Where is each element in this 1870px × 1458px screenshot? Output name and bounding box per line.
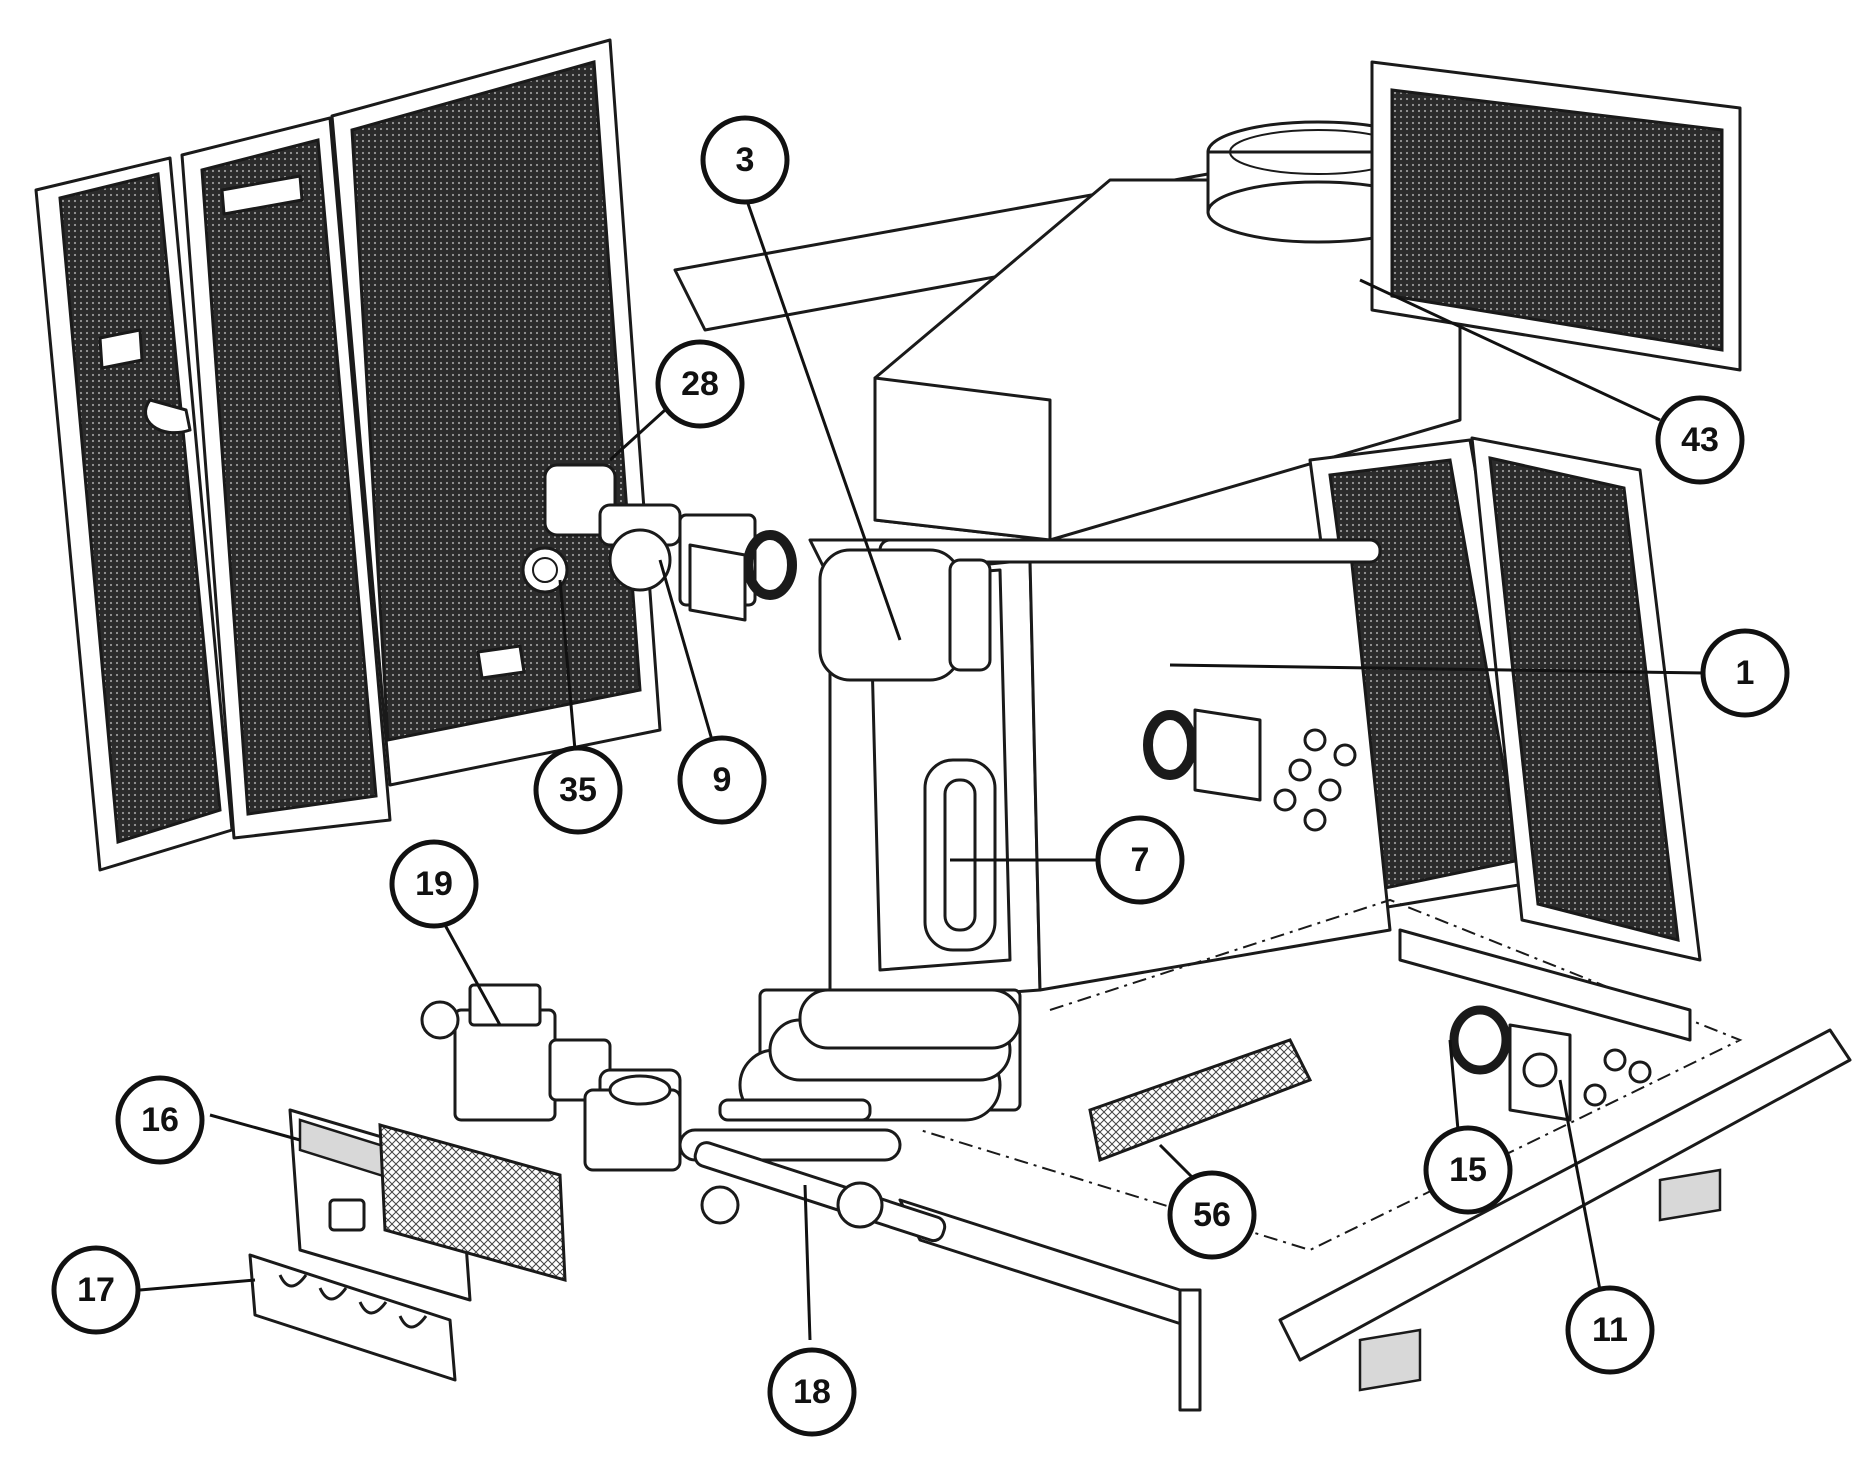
callout-11: 11 <box>1565 1285 1655 1375</box>
svg-text:18: 18 <box>793 1373 831 1411</box>
svg-text:17: 17 <box>77 1271 115 1309</box>
combustion-baffle <box>1088 1038 1313 1163</box>
sealing-rings <box>743 530 1511 1075</box>
svg-text:56: 56 <box>1193 1196 1231 1234</box>
svg-text:9: 9 <box>713 761 732 799</box>
callout-56: 56 <box>1167 1170 1257 1260</box>
rear-top-panel <box>1370 60 1742 372</box>
svg-text:43: 43 <box>1681 421 1719 459</box>
burner-manifold <box>693 1141 947 1243</box>
base-frame <box>898 898 1852 1412</box>
callout-28: 28 <box>655 339 745 429</box>
control-panel-plate <box>288 1108 567 1302</box>
callout-9: 9 <box>677 735 767 825</box>
callout-43: 43 <box>1655 395 1745 485</box>
callout-15: 15 <box>1423 1125 1513 1215</box>
callout-19: 19 <box>389 839 479 929</box>
left-side-casing-panel <box>34 156 234 872</box>
callout-16: 16 <box>115 1075 205 1165</box>
front-door-panel-center <box>180 116 392 840</box>
leader-lines <box>139 194 1706 1341</box>
callout-7: 7 <box>1095 815 1185 905</box>
burner-assembly <box>718 988 1022 1122</box>
svg-text:28: 28 <box>681 365 719 403</box>
svg-text:16: 16 <box>141 1101 179 1139</box>
svg-text:15: 15 <box>1449 1151 1487 1189</box>
callout-17: 17 <box>51 1245 141 1335</box>
callout-18: 18 <box>767 1347 857 1437</box>
flange-plates <box>688 543 1572 1122</box>
callout-3: 3 <box>700 115 790 205</box>
svg-text:19: 19 <box>415 865 453 903</box>
svg-text:1: 1 <box>1736 654 1755 692</box>
pressure-switch <box>521 546 569 594</box>
front-door-panel-large <box>330 38 662 787</box>
flue-connector <box>818 548 992 682</box>
svg-text:3: 3 <box>736 141 755 179</box>
svg-text:11: 11 <box>1592 1311 1628 1349</box>
bottom-shield-plate <box>248 1253 457 1382</box>
callout-35: 35 <box>533 745 623 835</box>
svg-text:7: 7 <box>1131 841 1150 879</box>
svg-text:35: 35 <box>559 771 597 809</box>
callout-1: 1 <box>1700 628 1790 718</box>
fixing-nuts <box>1273 728 1652 1107</box>
